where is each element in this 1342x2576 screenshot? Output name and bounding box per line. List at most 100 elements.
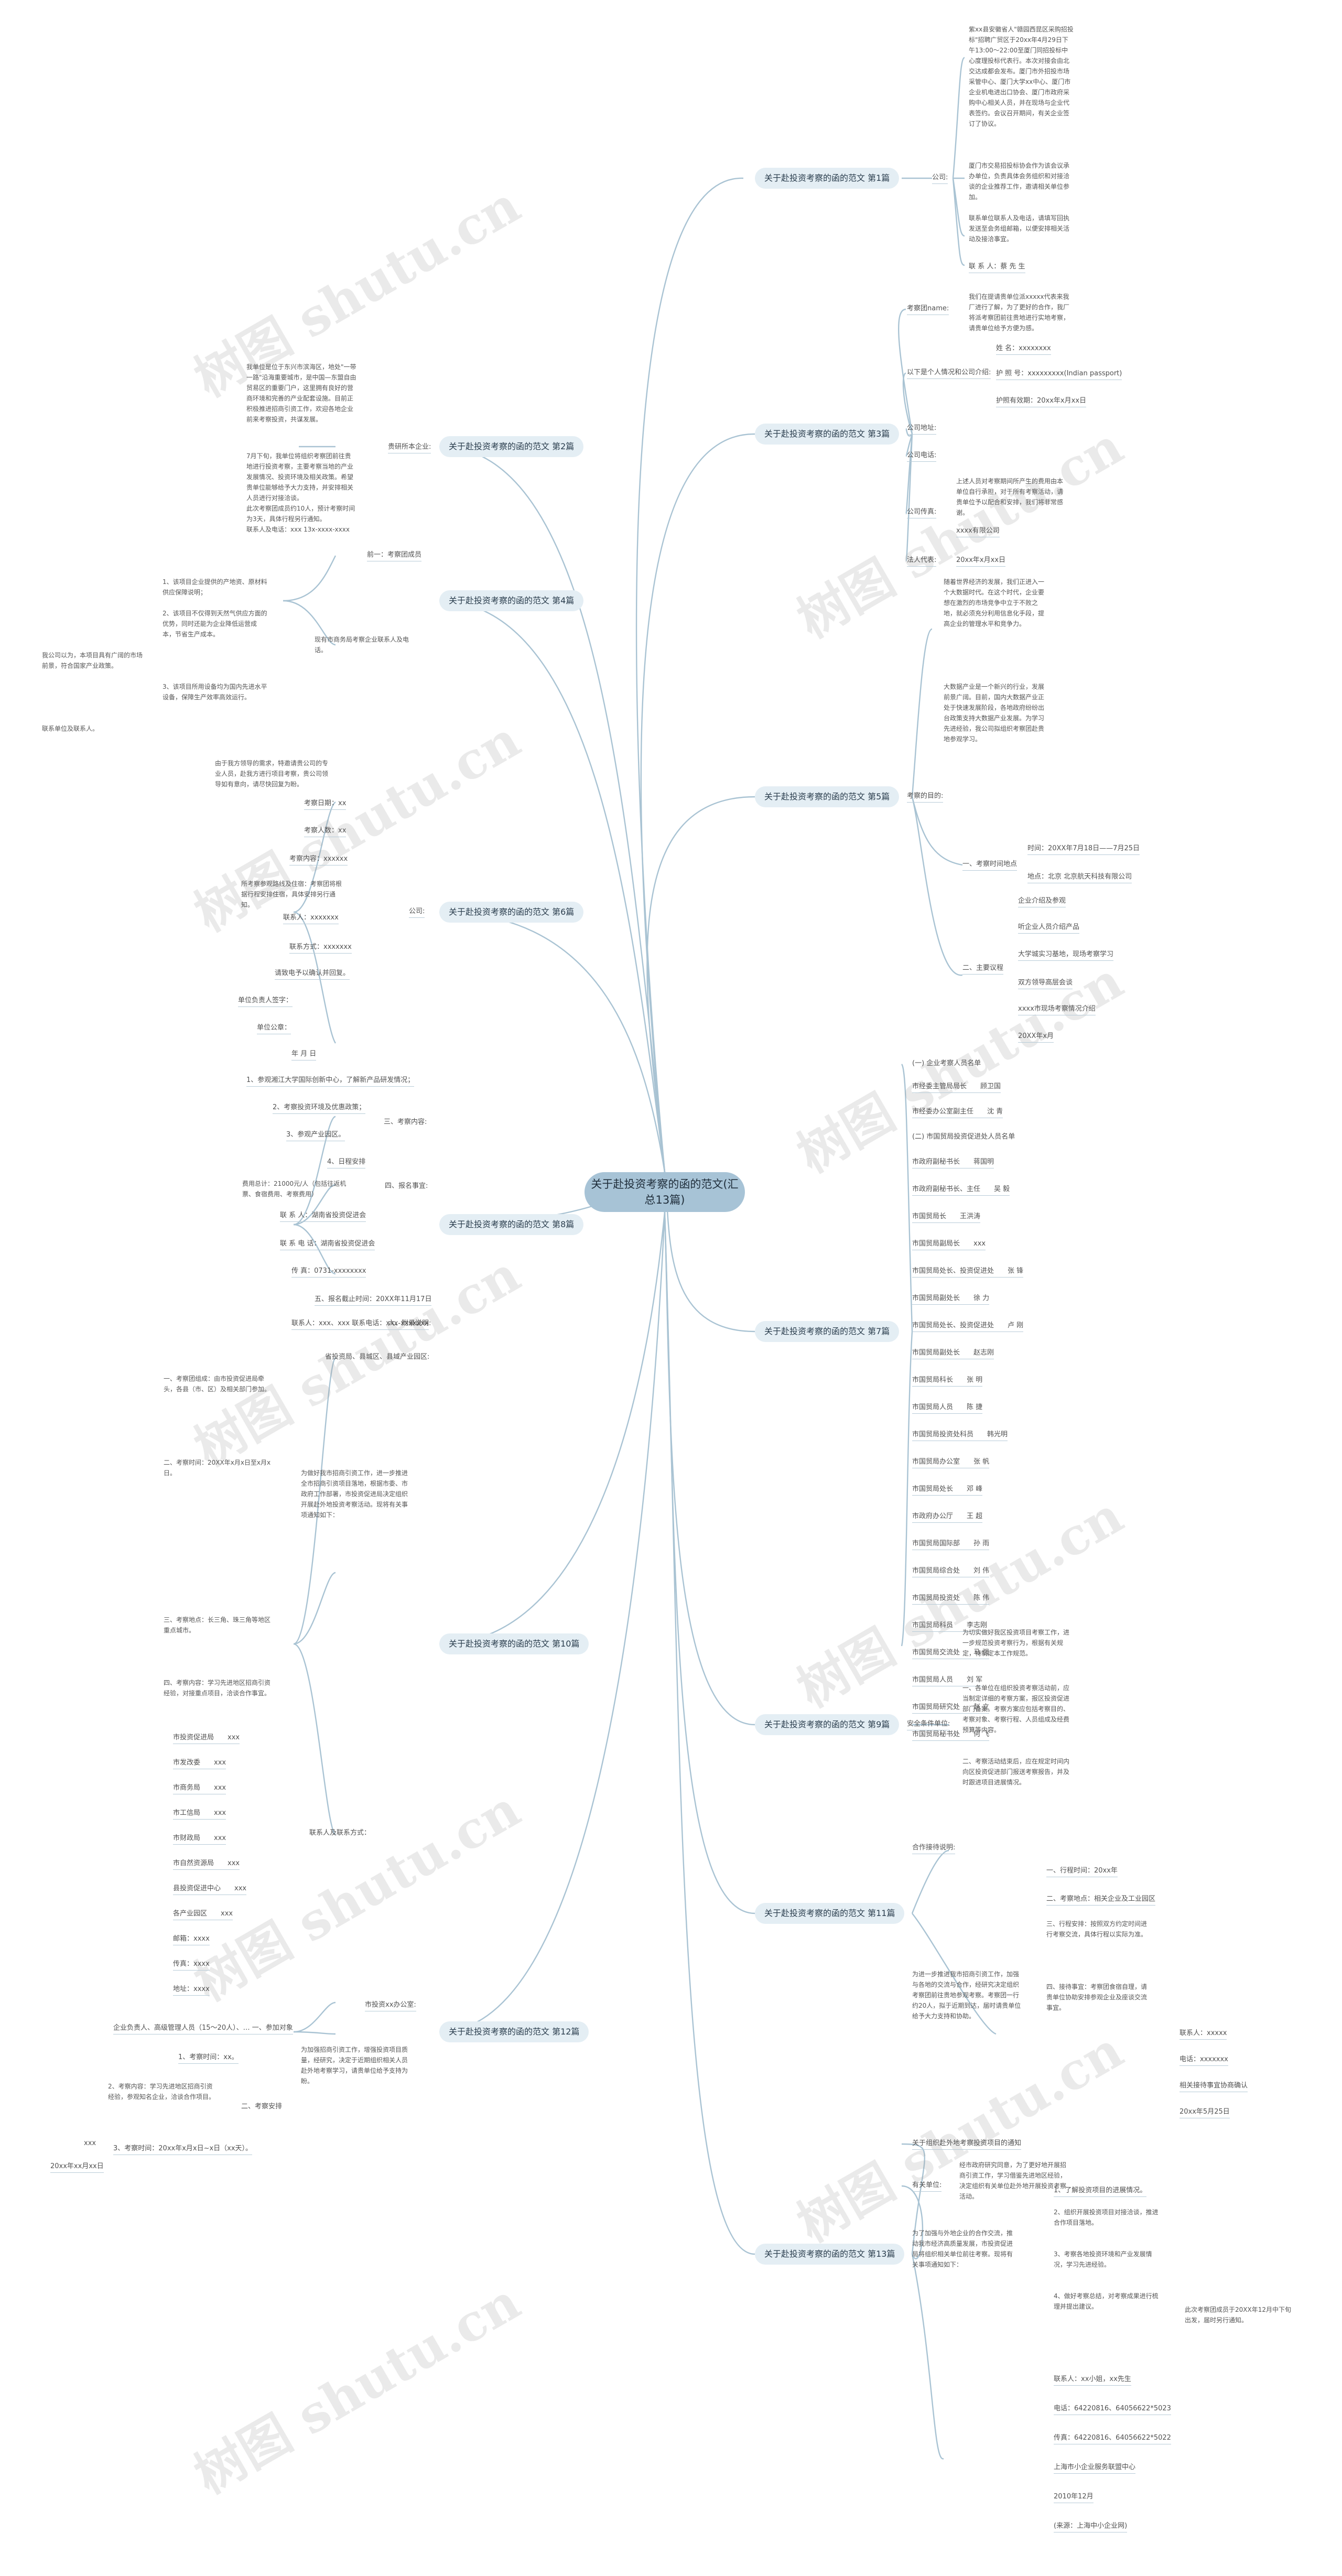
b6-field-8: 单位负责人签字：	[238, 996, 293, 1007]
b11-contact-2: 电话：xxxxxxx	[1179, 2055, 1228, 2066]
b13-side: 此次考察团成员于20XX年12月中下旬出发，届时另行通知。	[1185, 2306, 1291, 2324]
b3-key-2[interactable]: 以下是个人情况和公司介绍:	[907, 368, 991, 379]
b1-block-4: 联 系 人：蔡 先 生	[969, 262, 1025, 273]
b5-list-2: 听企业人员介绍产品	[1018, 923, 1080, 934]
branch-2[interactable]: 关于赴投资考察的函的范文 第2篇	[439, 436, 584, 457]
b7-row: 市国贸局办公室 张 帆	[912, 1457, 990, 1468]
central-topic[interactable]: 关于赴投资考察的函的范文(汇总13篇)	[585, 1172, 745, 1212]
b5-block-2: 大数据产业是一个新兴的行业，发展前景广阔。目前，国内大数据产业正处于快速发展阶段…	[944, 683, 1045, 743]
branch-7[interactable]: 关于赴投资考察的函的范文 第7篇	[755, 1321, 900, 1342]
b6-field-7: 请致电予以确认并回复。	[275, 969, 350, 980]
b6-mid[interactable]: 公司:	[409, 907, 425, 918]
branch-10[interactable]: 关于赴投资考察的函的范文 第10篇	[439, 1633, 589, 1654]
b7-row: 市国贸局综合处 刘 伟	[912, 1566, 990, 1577]
b12-step-3: 3、考察时间：20xx年x月x日~x日（xx天）。	[113, 2144, 253, 2155]
b8-g3-tail[interactable]: 六、附录说明:	[388, 1319, 431, 1327]
b7-row: 市政府办公厅 王 超	[912, 1512, 983, 1523]
b13-contact: 上海市小企业服务联盟中心	[1054, 2463, 1136, 2474]
b12-step-head[interactable]: 二、考察安排	[241, 2103, 283, 2110]
b3-key-1[interactable]: 考察团name:	[907, 304, 949, 315]
b12-row: 企业负责人、高级管理人员（15～20人）、… 一、参加对象	[113, 2023, 293, 2034]
b2-mid[interactable]: 贵研所本企业:	[388, 442, 431, 453]
b10-item-1: 一、考察团组成：由市投资促进局牵头，各县（市、区）及相关部门参加。	[164, 1375, 271, 1393]
b8-g1-head[interactable]: 三、考察内容:	[384, 1118, 427, 1126]
b7-row: 市国贸局交流处 马 强	[912, 1648, 990, 1659]
b12-step-1: 1、考察时间：xx。	[178, 2053, 239, 2064]
b5-key[interactable]: 考察的目的:	[907, 792, 944, 803]
b9-block-3: 二、考察活动结束后，应在规定时间内向区投资促进部门报送考察报告，并及时跟进项目进…	[962, 1758, 1070, 1786]
b3-person-3: 护照有效期：20xx年x月xx日	[996, 396, 1087, 407]
branch-9[interactable]: 关于赴投资考察的函的范文 第9篇	[755, 1714, 900, 1735]
b12-mid[interactable]: 市投资xx办公室:	[365, 2000, 416, 2011]
b7-row: 市国贸局长 王洪涛	[912, 1212, 981, 1223]
b13-contact: 传真：64220816、64056622*5022	[1054, 2433, 1171, 2444]
b13-item-2: 2、组织开展投资项目对接洽谈，推进合作项目落地。	[1054, 2209, 1159, 2226]
b4-mid[interactable]: 前一：考察团成员	[367, 550, 422, 561]
b11-step-3: 三、行程安排：按照双方约定时间进行考察交流，具体行程以实际为准。	[1046, 1920, 1148, 1938]
b7-head-1: (一) 企业考察人员名单	[912, 1059, 981, 1067]
b10-contact: 市投资促进局 xxx	[173, 1733, 240, 1744]
b2-text-3: 此次考察团成员约10人，预计考察时间为3天，具体行程另行通知。	[246, 505, 355, 523]
branch-4[interactable]: 关于赴投资考察的函的范文 第4篇	[439, 590, 584, 611]
b12-text: 为加强招商引资工作，增强投资项目质量，经研究，决定于近期组织相关人员赴外地考察学…	[301, 2046, 408, 2085]
b10-contact: 市财政局 xxx	[173, 1834, 226, 1845]
b9-key[interactable]: 安全条件单位:	[907, 1719, 950, 1730]
b8-g1-4: 4、日程安排	[327, 1157, 366, 1168]
b3-key-6[interactable]: 法人代表:	[907, 556, 937, 567]
b13-contact: 电话：64220816、64056622*5023	[1054, 2404, 1171, 2415]
branch-11[interactable]: 关于赴投资考察的函的范文 第11篇	[755, 1903, 905, 1924]
branch-8[interactable]: 关于赴投资考察的函的范文 第8篇	[439, 1214, 584, 1235]
b13-item-1: 1、了解投资项目的进展情况。	[1054, 2186, 1147, 2197]
b5-list-3: 大学城实习基地，现场考察学习	[1018, 950, 1114, 961]
b3-key-5[interactable]: 公司传真:	[907, 507, 937, 518]
b8-g2-head[interactable]: 四、报名事宜:	[385, 1182, 428, 1190]
b5-plan[interactable]: 一、考察时间地点	[962, 860, 1018, 871]
b11-key[interactable]: 合作接待说明:	[912, 1843, 956, 1854]
b2-text-2: 7月下旬，我单位将组织考察团前往贵地进行投资考察，主要考察当地的产业发展情况、投…	[246, 452, 354, 502]
b7-row1-1: 市经委主管局局长 顾卫国	[912, 1082, 1001, 1093]
b7-row: 市国贸局科长 张 明	[912, 1376, 983, 1387]
b10-contact: 各产业园区 xxx	[173, 1909, 233, 1920]
b7-row: 市国贸局人员 陈 捷	[912, 1403, 983, 1414]
b5-list-6: 20XX年x月	[1018, 1032, 1054, 1043]
b3-val-1: 我们在提请贵单位派xxxxx代表来我厂进行了解，为了更好的合作，我厂将派考察团前…	[969, 293, 1070, 332]
b5-block-1: 随着世界经济的发展，我们正进入一个大数据时代。在这个时代，企业要想在激烈的市场竞…	[944, 578, 1045, 627]
b10-item-2: 二、考察时间：20XX年x月x日至x月x日。	[164, 1459, 271, 1477]
branch-6[interactable]: 关于赴投资考察的函的范文 第6篇	[439, 902, 584, 923]
b13-key-1[interactable]: 关于组织赴外地考察投资项目的通知	[912, 2139, 1022, 2150]
b7-row: 市国贸局人员 刘 军	[912, 1675, 983, 1686]
b5-list-head[interactable]: 二、主要议程	[962, 964, 1004, 975]
b10-item-3: 三、考察地点：长三角、珠三角等地区重点城市。	[164, 1616, 271, 1634]
b8-g2-3: 联 系 电 话：湖南省投资促进会	[280, 1239, 375, 1250]
b13-item-3: 3、考察各地投资环境和产业发展情况，学习先进经验。	[1054, 2250, 1152, 2268]
b3-key-4[interactable]: 公司电话:	[907, 451, 937, 462]
b3-key-3[interactable]: 公司地址:	[907, 424, 937, 435]
b3-fax-2: xxxx有限公司	[956, 526, 1000, 537]
b10-contact: 市自然资源局 xxx	[173, 1859, 240, 1870]
branch-5[interactable]: 关于赴投资考察的函的范文 第5篇	[755, 786, 900, 807]
b6-field-3: 考察内容：xxxxxx	[289, 854, 348, 865]
b10-contact: 县投资促进中心 xxx	[173, 1884, 247, 1895]
branch-3[interactable]: 关于赴投资考察的函的范文 第3篇	[755, 424, 900, 445]
branch-12[interactable]: 关于赴投资考察的函的范文 第12篇	[439, 2021, 589, 2042]
b6-field-9: 单位公章：	[257, 1023, 291, 1034]
b11-step-1: 一、行程时间：20xx年	[1046, 1866, 1118, 1877]
branch-1[interactable]: 关于赴投资考察的函的范文 第1篇	[755, 168, 900, 189]
b11-step-2: 二、考察地点：相关企业及工业园区	[1046, 1895, 1156, 1906]
b7-row1-2: 市经委办公室副主任 沈 青	[912, 1107, 1003, 1118]
b12-tail-1: xxx	[84, 2139, 96, 2147]
b6-field-2: 考察人数：xx	[304, 826, 347, 837]
branch-13[interactable]: 关于赴投资考察的函的范文 第13篇	[755, 2244, 905, 2265]
b7-row: 市国贸局处长、投资促进处 卢 刚	[912, 1321, 1024, 1332]
b2-text-1: 我单位是位于东兴市滨海区，地处"一带一路"沿海重要城市，是中国—东盟自由贸易区的…	[246, 363, 356, 423]
b13-key-2[interactable]: 有关单位:	[912, 2181, 942, 2192]
b7-row: 市国贸局副处长 赵志刚	[912, 1348, 994, 1359]
b10-contacts-head[interactable]: 联系人及联系方式：	[309, 1829, 371, 1837]
b6-text: 由于我方领导的需求，特邀请贵公司的专业人员，赴我方进行项目考察，贵公司领导如有意…	[215, 760, 329, 788]
b5-list-4: 双方领导高层会谈	[1018, 978, 1073, 989]
b1-mid[interactable]: 公司:	[932, 173, 948, 184]
b7-row: 市国贸局处长、投资促进处 张 锋	[912, 1267, 1024, 1278]
b10-contact: 地址：xxxx	[173, 1985, 210, 1996]
b5-plan-item-1: 时间：20XX年7月18日——7月25日	[1027, 844, 1140, 855]
b5-list-5: xxxx市现场考察情况介绍	[1018, 1004, 1096, 1015]
